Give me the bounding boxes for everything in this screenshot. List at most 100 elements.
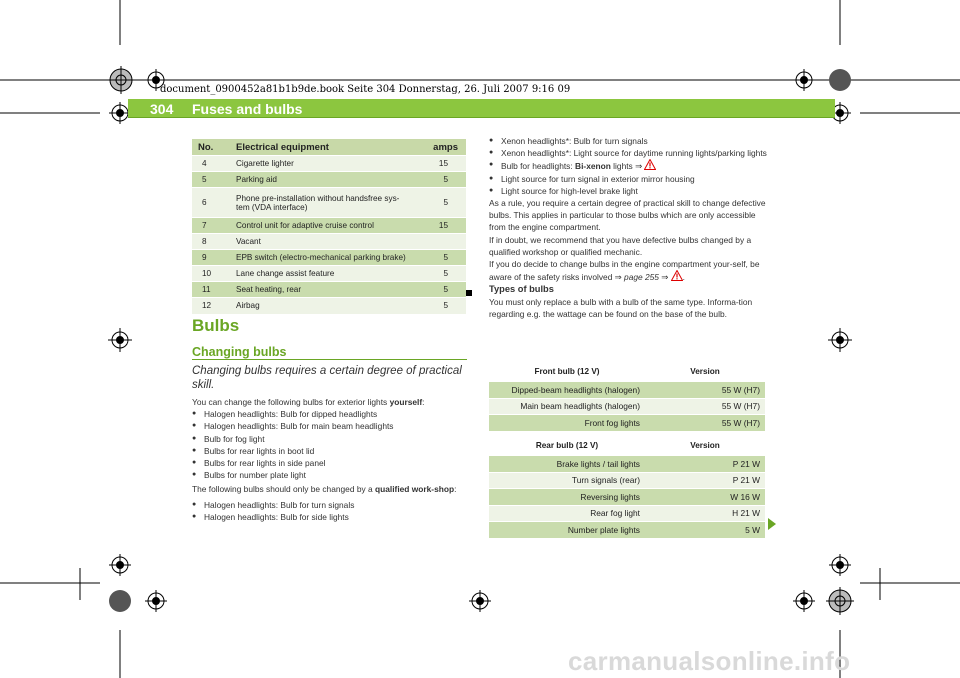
fuse-equipment: Control unit for adaptive cruise control [230,217,412,234]
warning-icon [644,159,657,171]
intro-text: Changing bulbs requires a certain degree… [192,365,462,391]
fuse-amps: 5 [412,249,466,266]
fuse-equipment: Vacant [230,233,412,250]
header-underline [128,117,835,118]
bulb-version: 5 W [645,521,765,538]
emphasis: yourself [389,397,423,407]
list-item: Bulbs for rear lights in side panel [192,457,468,469]
page-title: Fuses and bulbs [192,101,303,117]
fuse-no: 9 [192,249,230,266]
text: Bulb for headlights: [501,161,576,172]
emphasis: qualified work-shop [374,484,455,495]
fuse-amps: 5 [412,297,466,314]
fuse-no: 5 [192,171,230,188]
list-item: Halogen headlights: Bulb for side lights [192,511,468,523]
bulb-version: 55 W (H7) [645,381,765,398]
text: If you do decide to change bulbs in the … [489,259,760,283]
header-amps: amps [412,139,466,156]
fuse-no: 6 [192,187,230,218]
header-equipment: Electrical equipment [230,139,412,156]
fuse-no: 12 [192,297,230,314]
left-column-text: You can change the following bulbs for e… [192,396,468,523]
list-item: Bulb for headlights: Bi-xenon lights ⇒ [489,159,767,172]
bulb-version: P 21 W [645,471,765,489]
header-version: Version [645,362,765,382]
table-row: 8 Vacant [192,233,466,250]
list-item: Bulbs for number plate light [192,469,468,481]
paragraph: You must only replace a bulb with a bulb… [489,296,753,319]
list-item: Bulb for fog light [192,433,468,445]
page-number: 304 [150,101,174,117]
list-item: Light source for high-level brake light [489,185,767,197]
fuse-amps: 5 [412,265,466,282]
fuse-amps: 15 [412,155,466,172]
list-item: Bulbs for rear lights in boot lid [192,445,468,457]
page-reference-link[interactable]: page 255 [624,272,659,283]
text: : [422,397,425,407]
list-item: Light source for turn signal in exterior… [489,173,767,185]
types-of-bulbs-heading: Types of bulbs [489,284,554,295]
bulb-version: H 21 W [645,504,765,522]
fuse-equipment: Seat heating, rear [230,281,412,298]
bulb-name: Front fog lights [489,414,645,431]
table-header: Front bulb (12 V) Version [489,362,765,382]
header-bulb: Front bulb (12 V) [489,362,645,382]
bulb-name: Dipped-beam headlights (halogen) [489,381,645,398]
table-row: Front fog lights 55 W (H7) [489,414,765,431]
fuse-no: 11 [192,281,230,298]
list-item: Xenon headlights*: Bulb for turn signals [489,135,767,147]
text: You can change the following bulbs for e… [192,397,390,407]
table-row: Reversing lights W 16 W [489,488,765,505]
table-row: Number plate lights 5 W [489,521,765,538]
fuse-amps: 15 [412,217,466,234]
subsection-title: Changing bulbs [192,345,287,359]
fuse-no: 7 [192,217,230,234]
bulb-name: Reversing lights [489,488,645,505]
header-no: No. [192,139,230,156]
fuse-amps: 5 [412,187,466,218]
table-row: Rear fog light H 21 W [489,504,765,522]
table-header: Rear bulb (12 V) Version [489,436,765,456]
bulb-version: 55 W (H7) [645,397,765,415]
fuse-table-header: No. Electrical equipment amps [192,139,466,156]
fuse-table: No. Electrical equipment amps 4 Cigarett… [192,139,466,314]
bulb-name: Main beam headlights (halogen) [489,397,645,415]
text: ⇒ [658,272,671,283]
document-info-line: document_0900452a81b1b9de.book Seite 304… [160,84,571,95]
bulb-name: Turn signals (rear) [489,471,645,489]
fuse-amps [412,233,466,250]
table-row: 9 EPB switch (electro-mechanical parking… [192,249,466,266]
continue-arrow-icon [768,518,776,530]
paragraph: The following bulbs should only be chang… [192,483,468,495]
paragraph: If in doubt, we recommend that you have … [489,234,752,257]
fuse-amps: 5 [412,171,466,188]
page-header-bar [128,99,835,118]
section-end-marker [466,290,472,296]
watermark: carmanualsonline.info [568,646,851,676]
fuse-equipment: Phone pre-installation without handsfree… [230,187,412,218]
table-row: Turn signals (rear) P 21 W [489,471,765,489]
fuse-no: 10 [192,265,230,282]
text: . [682,272,685,283]
list-item: Halogen headlights: Bulb for turn signal… [192,499,468,511]
fuse-equipment: Cigarette lighter [230,155,412,172]
text: : [454,484,457,495]
subsection-underline [192,359,467,360]
fuse-no: 4 [192,155,230,172]
table-row: 11 Seat heating, rear 5 [192,281,466,298]
bulb-name: Brake lights / tail lights [489,455,645,472]
right-column-text: Xenon headlights*: Bulb for turn signals… [489,135,767,320]
fuse-equipment: Airbag [230,297,412,314]
paragraph: As a rule, you require a certain degree … [489,198,766,233]
bulb-name: Number plate lights [489,521,645,538]
table-row: 12 Airbag 5 [192,297,466,314]
table-row: 4 Cigarette lighter 15 [192,155,466,172]
list-item: Halogen headlights: Bulb for main beam h… [192,420,468,432]
fuse-equipment: Lane change assist feature [230,265,412,282]
bulb-version: W 16 W [645,488,765,505]
table-row: 7 Control unit for adaptive cruise contr… [192,217,466,234]
fuse-amps: 5 [412,281,466,298]
table-row: Main beam headlights (halogen) 55 W (H7) [489,397,765,415]
text: lights ⇒ [610,161,645,172]
fuse-equipment: Parking aid [230,171,412,188]
